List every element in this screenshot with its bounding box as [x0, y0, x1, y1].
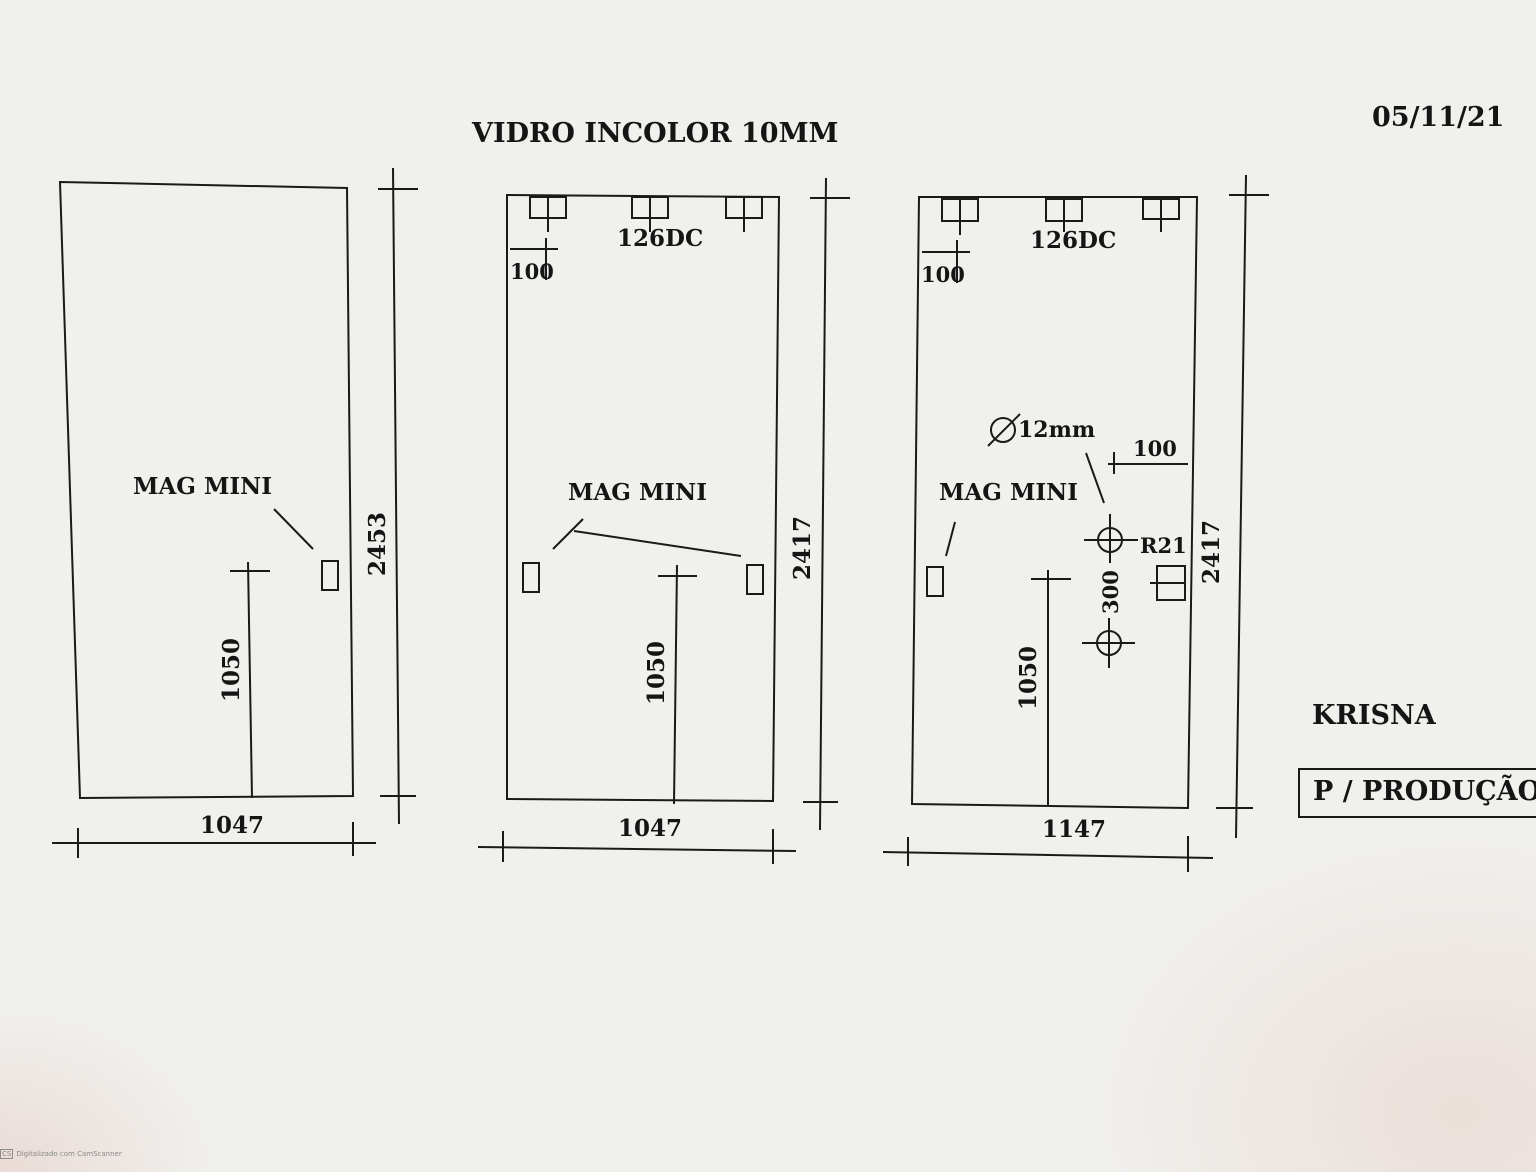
hinge-icon	[1045, 198, 1083, 232]
title: VIDRO INCOLOR 10MM	[471, 118, 838, 149]
hole-diameter-label: 12mm	[1018, 417, 1095, 443]
width-label: 1147	[1042, 816, 1106, 843]
height-label: 2417	[1198, 520, 1225, 584]
mag-mini-label: MAG MINI	[133, 473, 272, 500]
mag-leader	[945, 521, 956, 557]
status-box	[1298, 768, 1536, 818]
scanner-text: Digitalizado com CamScanner	[16, 1150, 122, 1158]
magnet-icon	[926, 566, 944, 597]
height-dimension-line	[1235, 174, 1247, 839]
mag-leader	[573, 530, 742, 557]
offset-label: 100	[510, 259, 554, 284]
width-dimension-line	[882, 851, 1214, 859]
handle-height-line	[247, 561, 253, 799]
hinge-icon	[631, 196, 669, 232]
magnet-icon	[746, 564, 764, 595]
handle-height-label: 1050	[218, 638, 245, 702]
hinge-icon	[1142, 198, 1180, 232]
client-name: KRISNA	[1312, 700, 1437, 731]
glass-outline	[506, 193, 781, 803]
height-label: 2417	[789, 516, 816, 580]
hole-spacing-label: 300	[1098, 570, 1123, 614]
hinge-icon	[529, 196, 567, 232]
mag-mini-label: MAG MINI	[568, 479, 707, 506]
mag-leader	[273, 508, 314, 550]
hole-icon	[1084, 514, 1138, 563]
height-dimension-line	[392, 167, 400, 825]
glass-outline	[58, 180, 355, 800]
mag-mini-label: MAG MINI	[939, 479, 1078, 506]
handle-height-label: 1050	[643, 641, 670, 705]
magnet-icon	[522, 562, 540, 593]
panel-3: 126DC 100 2417 1147 1050 MAG MINI 12mm 1…	[882, 174, 1269, 872]
glass-outline	[910, 196, 1199, 810]
hinge-icon	[941, 198, 979, 235]
hole-icon	[1082, 618, 1135, 668]
height-label: 2453	[364, 512, 391, 576]
radius-label: R21	[1140, 533, 1187, 558]
edge-offset-label: 100	[1133, 436, 1177, 461]
width-label: 1047	[618, 815, 682, 842]
scanner-logo: CS	[0, 1149, 14, 1159]
width-dimension-line	[477, 846, 797, 852]
mag-leader	[552, 518, 584, 550]
offset-label: 100	[921, 262, 965, 287]
handle-height-label: 1050	[1015, 646, 1042, 710]
hinge-icon	[725, 196, 763, 232]
date: 05/11/21	[1372, 102, 1504, 133]
status-label: P / PRODUÇÃO	[1313, 774, 1536, 807]
height-dimension-line	[819, 177, 827, 831]
hinge-label: 126DC	[617, 225, 703, 252]
panel-1: 2453 1047 1050 MAG MINI	[52, 167, 418, 858]
hole-leader	[1085, 452, 1105, 504]
panel-2: 126DC 100 2417 1047 1050 MAG MINI	[477, 177, 850, 864]
hinge-label: 126DC	[1030, 227, 1116, 254]
diameter-icon	[987, 413, 1021, 447]
width-label: 1047	[200, 812, 264, 839]
magnet-icon	[321, 560, 339, 591]
handle-height-line	[673, 564, 678, 805]
